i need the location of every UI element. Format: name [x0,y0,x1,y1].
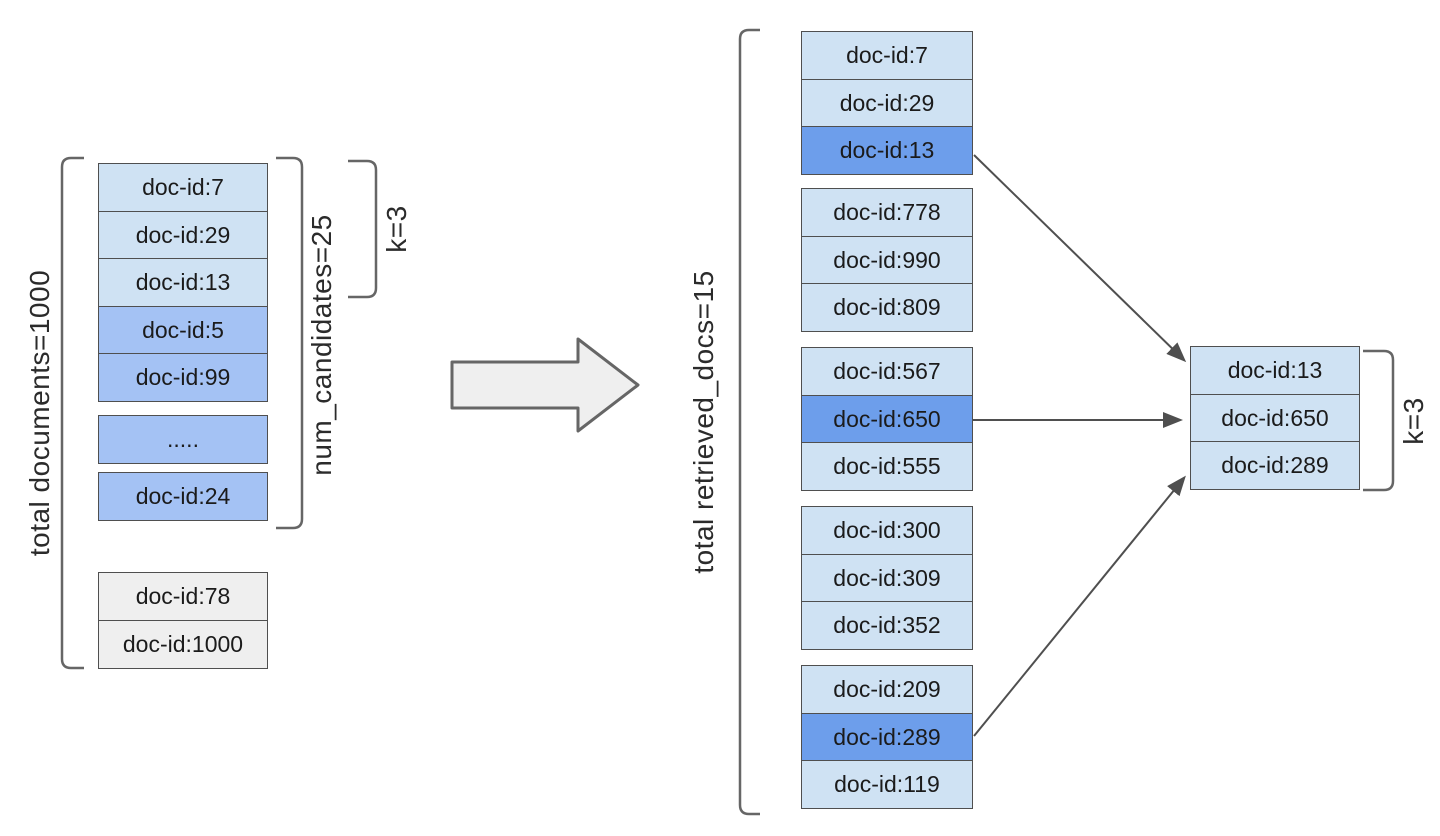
retrieved-group-3: doc-id:567 doc-id:650 doc-id:555 [801,347,973,491]
total-retrieved-label: total retrieved_docs=15 [688,270,719,574]
num-candidates-bracket [276,156,304,530]
non-candidates-stack: doc-id:78 doc-id:1000 [98,572,268,669]
k-label-right: k=3 [1398,397,1429,445]
k-bracket-left [348,159,378,299]
retrieved-doc-box: doc-id:990 [801,235,973,285]
candidate-box: doc-id:13 [98,258,268,307]
retrieved-doc-box: doc-id:567 [801,347,973,396]
k-label-left: k=3 [381,205,412,253]
num-candidates-label: num_candidates=25 [306,214,337,476]
excluded-doc-box: doc-id:1000 [98,619,268,669]
candidate-box: doc-id:99 [98,353,268,402]
candidates-stack: doc-id:7 doc-id:29 doc-id:13 doc-id:5 do… [98,163,268,402]
retrieved-doc-box-selected: doc-id:289 [801,712,973,762]
retrieved-doc-box: doc-id:29 [801,78,973,128]
retrieved-group-1: doc-id:7 doc-id:29 doc-id:13 [801,31,973,175]
excluded-doc-box: doc-id:78 [98,572,268,621]
arrow-doc289-to-result [973,475,1186,737]
retrieved-group-4: doc-id:300 doc-id:309 doc-id:352 [801,506,973,650]
retrieved-doc-box: doc-id:809 [801,283,973,332]
candidate-box: doc-id:29 [98,210,268,260]
retrieved-doc-box: doc-id:555 [801,442,973,491]
candidate-box: doc-id:5 [98,305,268,355]
total-retrieved-bracket [738,28,760,816]
retrieved-doc-box: doc-id:309 [801,553,973,603]
retrieved-doc-box: doc-id:778 [801,188,973,237]
arrow-doc13-to-result [973,154,1187,363]
retrieved-doc-box: doc-id:352 [801,601,973,650]
retrieved-doc-box: doc-id:300 [801,506,973,555]
candidates-last: doc-id:24 [98,472,268,521]
result-doc-box: doc-id:650 [1190,393,1360,443]
candidate-box: doc-id:7 [98,163,268,212]
big-right-arrow [450,337,640,433]
result-doc-box: doc-id:289 [1190,441,1360,490]
result-stack: doc-id:13 doc-id:650 doc-id:289 [1190,346,1360,490]
result-doc-box: doc-id:13 [1190,346,1360,395]
ellipsis-box: ..... [98,415,268,464]
k-bracket-right [1363,349,1395,492]
total-documents-bracket [60,156,84,670]
total-documents-label: total documents=1000 [24,269,55,557]
retrieved-doc-box: doc-id:209 [801,665,973,714]
retrieved-doc-box: doc-id:119 [801,760,973,809]
retrieved-group-2: doc-id:778 doc-id:990 doc-id:809 [801,188,973,332]
retrieved-doc-box: doc-id:7 [801,31,973,80]
candidates-ellipsis: ..... [98,415,268,464]
retrieved-doc-box-selected: doc-id:13 [801,126,973,175]
retrieved-doc-box-selected: doc-id:650 [801,394,973,444]
retrieved-group-5: doc-id:209 doc-id:289 doc-id:119 [801,665,973,809]
candidate-box: doc-id:24 [98,472,268,521]
